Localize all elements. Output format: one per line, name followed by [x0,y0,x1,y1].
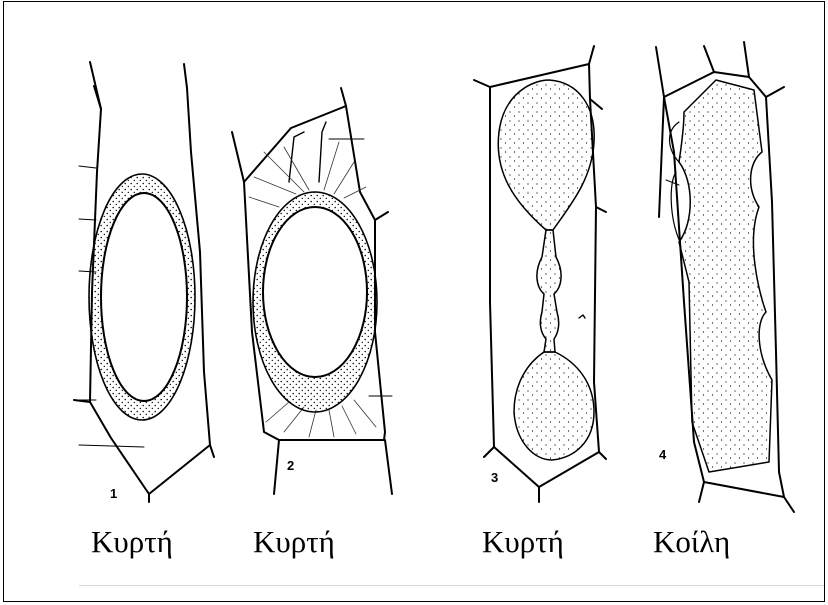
caption-cell-1: Κυρτή [91,524,173,560]
figure-frame: 1 2 3 4 Κυρτή Κυρτή Κυρτή Κοίλη [3,1,825,602]
caption-cell-3: Κυρτή [482,524,564,560]
cell-2 [232,88,392,494]
figure-number-1: 1 [110,486,117,501]
cell-4-protoplast [679,80,772,472]
plant-cells-drawing [4,2,826,603]
divider-line [79,585,824,586]
caption-cell-2: Κυρτή [253,524,335,560]
caption-cell-4: Κοίλη [653,524,730,560]
figure-number-4: 4 [659,447,666,462]
cell-3 [474,46,606,502]
cell-3-vacuole-top [498,80,594,230]
cell-3-vacuole-bottom [514,352,594,460]
figure-number-2: 2 [287,458,294,473]
cell-3-vacuole-neck [537,230,561,352]
figure-number-3: 3 [491,470,498,485]
cell-4 [656,42,794,512]
cell-1 [74,62,214,502]
